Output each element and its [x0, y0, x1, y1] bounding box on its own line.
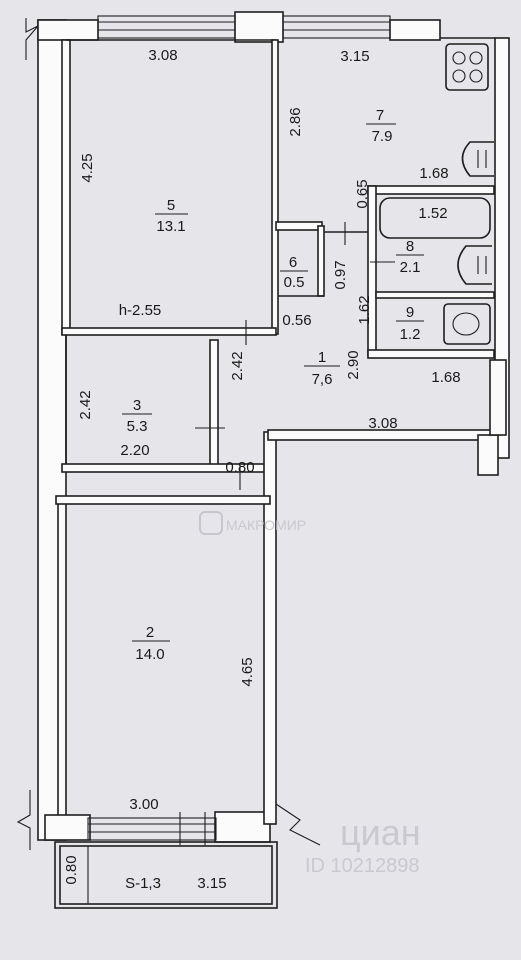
- room-labels: 5 13.1 7 7.9 6 0.5 8 2.1 9 1.2 1 7,6 3 5…: [122, 107, 424, 663]
- dim-kitchen-depth: 2.86: [287, 107, 304, 136]
- dim-passage-065: 0.65: [354, 179, 371, 208]
- dim-hall-290: 2.90: [345, 350, 362, 379]
- dim-room3-depth: 2.42: [77, 390, 94, 419]
- dim-bath-bottom-width: 1.68: [431, 369, 460, 386]
- room-7-number: 7: [376, 107, 384, 124]
- kitchen-sink-icon: [461, 141, 494, 177]
- watermark-cian-text: циан: [340, 812, 421, 853]
- room-8-number: 8: [406, 238, 414, 255]
- dim-bathtub-length: 1.52: [418, 205, 447, 222]
- room-6-number: 6: [289, 254, 297, 271]
- dim-closet-097: 0.97: [332, 260, 349, 289]
- watermark-cian-id: ID 10212898: [305, 855, 420, 877]
- room-6-area: 0.5: [284, 274, 305, 291]
- dim-corridor-width: 3.08: [368, 415, 397, 432]
- dim-kitchen-width: 3.15: [340, 48, 369, 65]
- dim-wc-162: 1.62: [356, 295, 373, 324]
- dim-room5-width: 3.08: [148, 47, 177, 64]
- room-9-area: 1.2: [400, 326, 421, 343]
- room-7-area: 7.9: [372, 128, 393, 145]
- dim-room2-depth: 4.65: [239, 657, 256, 686]
- room-3-number: 3: [133, 397, 141, 414]
- watermark-makromir-text: МАКРОМИР: [226, 517, 306, 533]
- dim-door-080: 0.80: [225, 459, 254, 476]
- room-3-area: 5.3: [127, 418, 148, 435]
- dim-bath-top-width: 1.68: [419, 165, 448, 182]
- dimension-labels: 3.08 3.15 2.86 4.25 1.68 0.65 1.52 0.97 …: [63, 47, 461, 892]
- room-1-number: 1: [318, 349, 326, 366]
- dim-hall-242: 2.42: [229, 351, 246, 380]
- dim-room3-width: 2.20: [120, 442, 149, 459]
- room-9-number: 9: [406, 304, 414, 321]
- fixtures: [379, 43, 494, 345]
- balcony-area: S-1,3: [125, 875, 161, 892]
- dim-balcony-width: 3.15: [197, 875, 226, 892]
- door-marks: [179, 222, 395, 845]
- room-2-number: 2: [146, 624, 154, 641]
- dim-closet-056: 0.56: [282, 312, 311, 329]
- dim-room2-width: 3.00: [129, 796, 158, 813]
- washbasin-icon: [457, 245, 492, 285]
- room-5-area: 13.1: [156, 218, 185, 235]
- dim-balcony-depth: 0.80: [63, 855, 80, 884]
- watermark-makromir: МАКРОМИР: [199, 511, 306, 535]
- watermark-cian: циан ID 10212898: [305, 812, 421, 877]
- room-5-number: 5: [167, 197, 175, 214]
- toilet-icon: [443, 303, 491, 345]
- room-8-area: 2.1: [400, 259, 421, 276]
- stove-icon: [445, 43, 489, 91]
- balcony: [54, 841, 278, 909]
- room-2-area: 14.0: [135, 646, 164, 663]
- ceiling-height: h-2.55: [119, 302, 162, 319]
- dim-room5-depth: 4.25: [79, 153, 96, 182]
- bathtub-icon: [379, 197, 491, 239]
- walls: [16, 11, 510, 850]
- room-1-area: 7,6: [312, 371, 333, 388]
